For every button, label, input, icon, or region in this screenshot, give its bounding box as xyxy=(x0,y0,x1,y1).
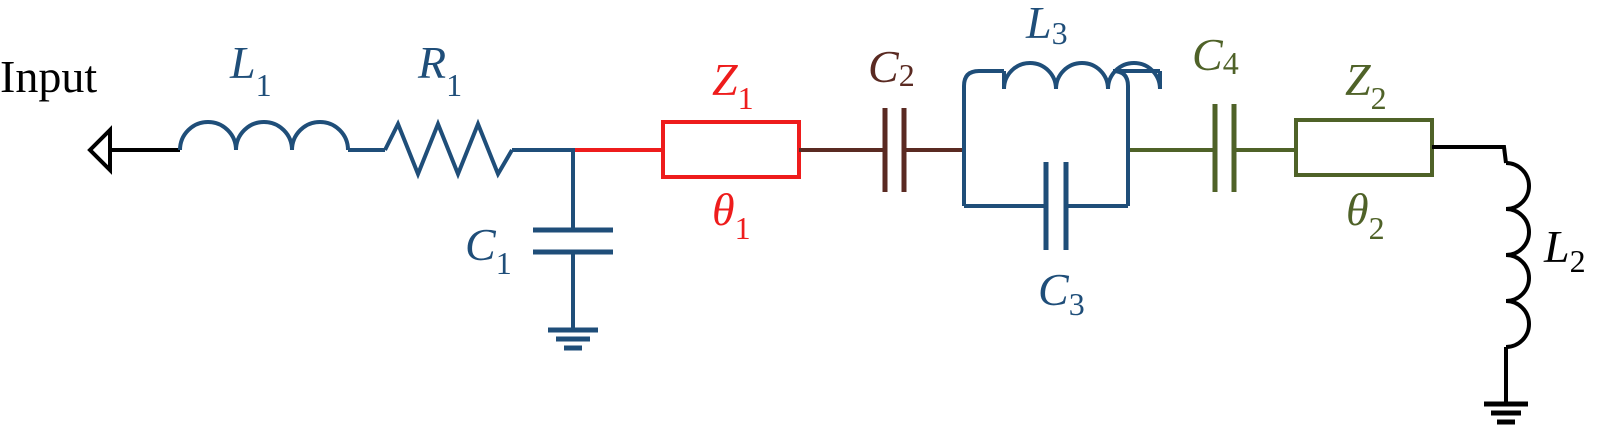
label-l1: L1 xyxy=(229,37,272,103)
label-z1: Z1 xyxy=(712,54,754,116)
resistor-r1 xyxy=(383,118,575,180)
input-arrow-icon xyxy=(87,125,112,175)
label-l2: L2 xyxy=(1543,221,1586,279)
transmission-line-z2 xyxy=(1294,118,1434,177)
label-c4: C4 xyxy=(1192,29,1239,81)
capacitor-c2 xyxy=(799,108,966,192)
label-l3: L3 xyxy=(1025,0,1068,51)
ground-2-icon xyxy=(1484,401,1528,425)
label-theta2: θ2 xyxy=(1346,184,1385,246)
ground-1-icon xyxy=(548,327,598,351)
label-c3: C3 xyxy=(1038,264,1085,322)
label-c1: C1 xyxy=(465,219,512,281)
label-r1: R1 xyxy=(417,37,462,103)
label-theta1: θ1 xyxy=(712,184,751,246)
parallel-tank-l3-c3 xyxy=(962,61,1162,250)
capacitor-c1 xyxy=(533,150,613,330)
transmission-line-z1 xyxy=(575,120,801,179)
capacitor-c4 xyxy=(1130,104,1296,192)
label-z2: Z2 xyxy=(1345,54,1387,116)
input-port xyxy=(87,125,180,175)
inductor-l1 xyxy=(178,120,385,152)
inductor-l2 xyxy=(1432,145,1531,404)
input-label: Input xyxy=(0,51,97,102)
label-c2: C2 xyxy=(868,41,915,93)
